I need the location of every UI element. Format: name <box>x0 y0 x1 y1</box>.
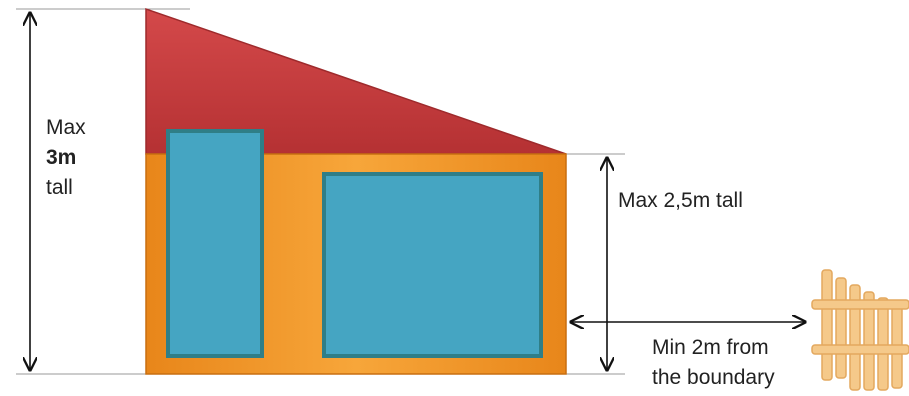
door <box>166 129 264 358</box>
total-height-label-line3: tall <box>46 176 73 199</box>
boundary-label-line1: Min 2m from <box>652 336 769 359</box>
wall-height-label: Max 2,5m tall <box>618 189 743 212</box>
total-height-label-value: 3m <box>46 146 77 169</box>
fence-icon <box>811 269 909 391</box>
boundary-label-line2: the boundary <box>652 366 775 389</box>
total-height-label: Max 3m tall <box>46 113 86 203</box>
boundary-label: Min 2m from the boundary <box>652 333 775 393</box>
total-height-label-line1: Max <box>46 116 86 139</box>
window <box>322 172 543 358</box>
